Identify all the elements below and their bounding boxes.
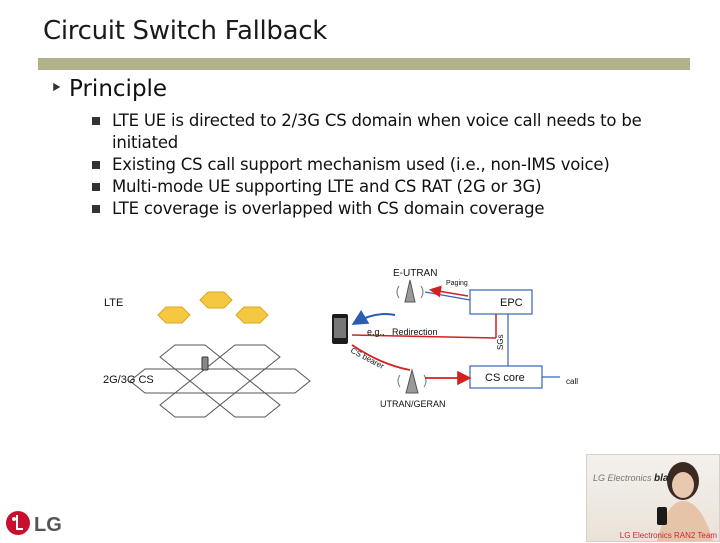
- section-heading: ⯈ Principle: [50, 76, 167, 102]
- ad-caption: LG Electronics RAN2 Team: [619, 531, 717, 540]
- advertisement-image: LG Electronics black LG Electronics RAN2…: [586, 454, 720, 542]
- cs-core-label: CS core: [485, 372, 525, 384]
- redirection-arrow: [351, 309, 396, 326]
- paging-label: Paging: [446, 280, 468, 287]
- utran-geran-label: UTRAN/GERAN: [380, 399, 446, 409]
- cs-2g3g-label: 2G/3G CS: [103, 374, 154, 386]
- eutran-label: E-UTRAN: [393, 268, 437, 279]
- section-heading-text: Principle: [69, 76, 168, 102]
- square-bullet-icon: [92, 183, 100, 191]
- model-silhouette-icon: [657, 462, 713, 541]
- bullet-text: LTE coverage is overlapped with CS domai…: [112, 199, 545, 218]
- bullet-text: Existing CS call support mechanism used …: [112, 155, 610, 174]
- lg-logo-text: LG: [34, 514, 62, 536]
- signaling-line: [351, 334, 497, 339]
- lte-label: LTE: [104, 297, 123, 309]
- ad-brand: LG Electronics black: [593, 473, 680, 484]
- phone-in-cell-icon: [201, 356, 209, 371]
- lg-logo-icon: LG: [6, 511, 62, 536]
- lte-cells: [157, 291, 269, 324]
- lg-logo: LG: [4, 508, 74, 543]
- call-label: call: [566, 377, 578, 386]
- bullet-item: LTE UE is directed to 2/3G CS domain whe…: [92, 110, 652, 154]
- bullet-item: Multi-mode UE supporting LTE and CS RAT …: [92, 176, 652, 198]
- cs-bearer-label: CS bearer: [349, 346, 386, 371]
- square-bullet-icon: [92, 161, 100, 169]
- utran-antenna-icon: [397, 368, 427, 394]
- cs-hex-grid: [129, 344, 311, 418]
- redirection-label: Redirection: [392, 327, 438, 337]
- bullet-text: Multi-mode UE supporting LTE and CS RAT …: [112, 177, 542, 196]
- bullet-text: LTE UE is directed to 2/3G CS domain whe…: [112, 111, 642, 152]
- bullet-item: LTE coverage is overlapped with CS domai…: [92, 198, 652, 220]
- bullet-arrow-icon: ⯈: [50, 79, 63, 97]
- slide-title: Circuit Switch Fallback: [43, 16, 328, 46]
- sgs-label: SGs: [496, 334, 505, 350]
- cs-bearer-arc: [351, 344, 411, 371]
- bullet-item: Existing CS call support mechanism used …: [92, 154, 652, 176]
- mobile-phone-icon: [332, 314, 348, 344]
- eg-label: e.g.,: [367, 327, 385, 337]
- epc-box: [469, 289, 533, 315]
- epc-label: EPC: [500, 297, 523, 309]
- square-bullet-icon: [92, 205, 100, 213]
- paging-arrow: [429, 285, 469, 298]
- square-bullet-icon: [92, 117, 100, 125]
- eutran-antenna-icon: [396, 279, 424, 303]
- bullet-list: LTE UE is directed to 2/3G CS domain whe…: [92, 110, 652, 220]
- title-underline-bar: [38, 58, 690, 70]
